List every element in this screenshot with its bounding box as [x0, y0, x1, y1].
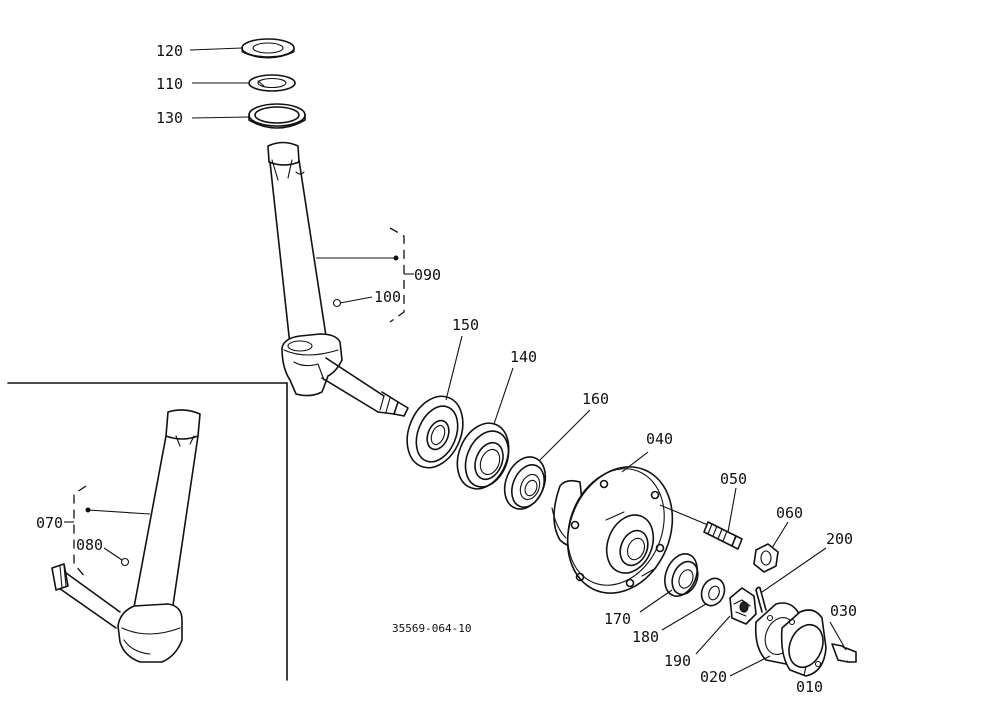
bearing-160 — [503, 456, 547, 510]
label-080: 080 — [76, 536, 103, 554]
inset-frame — [7, 382, 288, 681]
label-070: 070 — [36, 514, 63, 532]
castle-nut-190 — [729, 587, 757, 625]
label-010: 010 — [796, 678, 823, 696]
label-060: 060 — [776, 504, 803, 522]
leader-lines — [189, 47, 847, 677]
bearing-170 — [664, 553, 699, 597]
seal-130 — [248, 103, 306, 129]
washer-110 — [248, 74, 296, 92]
nut-060 — [753, 543, 779, 573]
hub-040 — [551, 466, 674, 594]
label-110: 110 — [156, 75, 183, 93]
label-090: 090 — [414, 266, 441, 284]
seal-120 — [241, 38, 295, 59]
label-190: 190 — [664, 652, 691, 670]
bolt-030 — [831, 643, 857, 663]
label-140: 140 — [510, 348, 537, 366]
reference-number: 35569-064-10 — [392, 622, 471, 635]
label-040: 040 — [646, 430, 673, 448]
bracket-070 — [64, 485, 151, 579]
label-180: 180 — [632, 628, 659, 646]
part-labels: 120 110 130 090 100 150 140 160 040 050 … — [36, 42, 857, 696]
label-200: 200 — [826, 530, 853, 548]
washer-180 — [700, 577, 726, 607]
label-120: 120 — [156, 42, 183, 60]
bracket-090 — [316, 227, 414, 323]
knuckle-shaft-090 — [267, 141, 409, 417]
hub-cap-010 — [780, 609, 827, 677]
label-170: 170 — [604, 610, 631, 628]
label-020: 020 — [700, 668, 727, 686]
inset-knuckle-070 — [51, 409, 201, 663]
label-150: 150 — [452, 316, 479, 334]
stud-050 — [659, 504, 743, 550]
label-050: 050 — [720, 470, 747, 488]
cotter-pin-200 — [755, 586, 767, 613]
label-100: 100 — [374, 288, 401, 306]
bearing-140 — [456, 422, 510, 490]
seal-150 — [406, 395, 464, 469]
label-130: 130 — [156, 109, 183, 127]
label-030: 030 — [830, 602, 857, 620]
label-160: 160 — [582, 390, 609, 408]
